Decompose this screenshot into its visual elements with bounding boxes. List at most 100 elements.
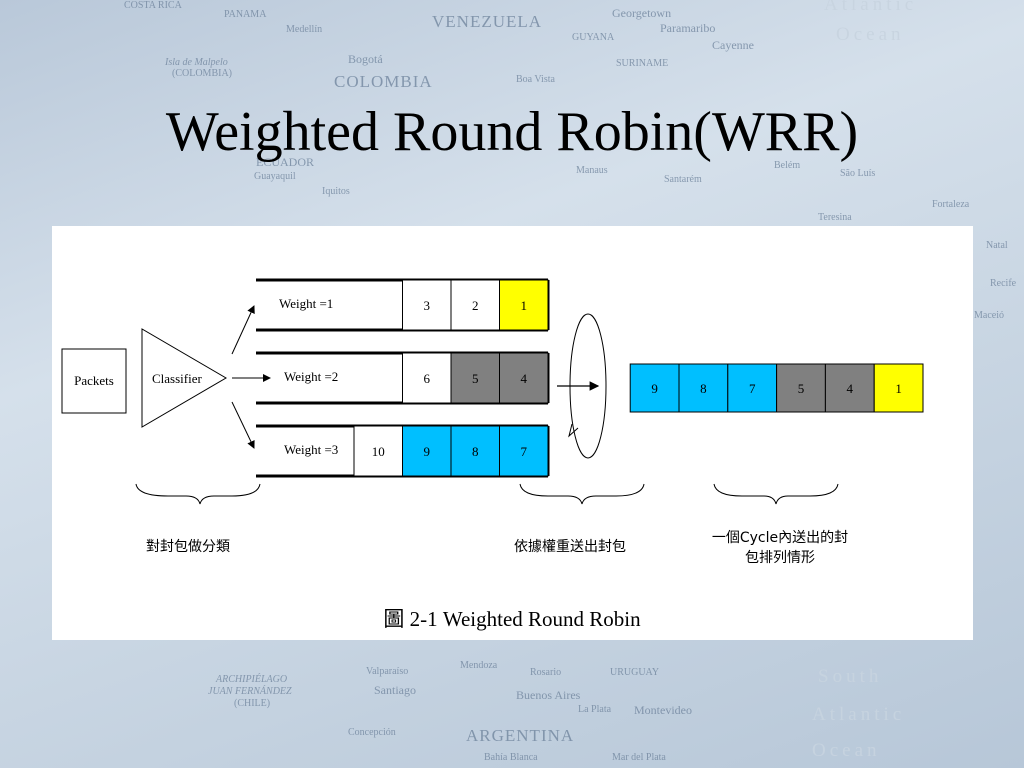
map-label: ARCHIPIÉLAGO <box>216 674 288 685</box>
map-label: URUGUAY <box>610 667 660 678</box>
packet-number: 5 <box>472 371 479 386</box>
map-label: ECUADOR <box>256 155 315 169</box>
map-label: Rosario <box>530 667 562 678</box>
brace-send <box>519 483 645 505</box>
map-label: VENEZUELA <box>432 12 543 31</box>
packet-cell <box>353 425 403 477</box>
packet-number: 7 <box>521 444 528 459</box>
figure-caption: 圖 2-1 Weighted Round Robin <box>383 607 641 631</box>
map-label: South <box>818 666 883 687</box>
map-label: Santarém <box>664 174 702 185</box>
arrow-to-queue-3 <box>231 401 255 449</box>
packet-number: 4 <box>847 381 854 396</box>
map-label: SURINAME <box>616 58 669 69</box>
map-label: Bogotá <box>348 52 383 66</box>
map-label: Montevideo <box>634 703 692 717</box>
map-label: GUYANA <box>572 32 615 43</box>
packet-number: 8 <box>472 444 479 459</box>
map-label: Mendoza <box>460 660 498 671</box>
map-label: (CHILE) <box>234 698 271 709</box>
packet-number: 5 <box>798 381 805 396</box>
packet-number: 6 <box>424 371 431 386</box>
map-label: Valparaíso <box>366 666 409 677</box>
map-label: Atlantic <box>812 704 906 725</box>
packet-number: 10 <box>372 444 385 459</box>
map-label: Cayenne <box>712 38 754 52</box>
map-label: Iquitos <box>322 186 350 197</box>
queue-3: Weight =3 10 9 8 7 <box>256 424 550 478</box>
annotation-classify: 對封包做分類 <box>146 539 230 555</box>
arrow-to-queue-1 <box>231 305 255 355</box>
map-label: Isla de Malpelo <box>165 57 228 68</box>
wrr-diagram: Packets Classifier Weight =1 3 2 1 Weight … <box>61 278 924 631</box>
queue-weight-label: Weight =1 <box>279 296 333 311</box>
map-label: ARGENTINA <box>466 726 575 745</box>
annotation-cycle-line2: 包排列情形 <box>745 550 815 566</box>
packet-cell <box>776 363 826 413</box>
map-label: Recife <box>990 278 1017 289</box>
packet-number: 8 <box>700 381 707 396</box>
map-label: Mar del Plata <box>612 752 666 763</box>
packet-cell <box>499 425 549 477</box>
map-label: Teresina <box>818 212 852 223</box>
packet-cell <box>824 363 875 413</box>
packets-label: Packets <box>74 373 114 388</box>
map-label: Manaus <box>576 165 608 176</box>
map-label: Natal <box>986 240 1008 251</box>
packet-cell <box>499 352 549 404</box>
packet-number: 7 <box>749 381 756 396</box>
map-label: Paramaribo <box>660 21 716 35</box>
map-label: Bahía Blanca <box>484 752 538 763</box>
map-label: São Luís <box>840 168 876 179</box>
map-label: La Plata <box>578 704 612 715</box>
annotation-cycle-line1: 一個Cycle內送出的封 <box>712 530 848 546</box>
map-label: Atlantic <box>824 0 918 15</box>
map-label: Fortaleza <box>932 199 970 210</box>
classifier: Classifier <box>141 328 227 428</box>
map-label: COSTA RICA <box>124 0 182 11</box>
map-label: Santiago <box>374 683 416 697</box>
packets-box: Packets <box>61 348 127 414</box>
map-label: Belém <box>774 160 801 171</box>
queue-2: Weight =2 6 5 4 <box>256 351 550 405</box>
brace-classify <box>135 483 261 505</box>
packet-cell <box>450 279 500 331</box>
map-label: PANAMA <box>224 9 267 20</box>
map-label: Georgetown <box>612 6 672 20</box>
packet-number: 9 <box>651 381 658 396</box>
queue-weight-label: Weight =2 <box>284 369 338 384</box>
map-label: Ocean <box>812 740 881 761</box>
map-label: JUAN FERNÁNDEZ <box>208 686 292 697</box>
map-label: Concepción <box>348 727 396 738</box>
map-label: COLOMBIA <box>334 72 433 91</box>
map-label: Guayaquil <box>254 171 296 182</box>
packet-number: 1 <box>521 298 528 313</box>
map-label: (COLOMBIA) <box>172 68 232 79</box>
map-label: Ocean <box>836 24 905 45</box>
packet-number: 2 <box>472 298 479 313</box>
packet-number: 3 <box>424 298 431 313</box>
packet-cell <box>873 363 924 413</box>
map-label: Boa Vista <box>516 74 555 85</box>
classifier-label: Classifier <box>152 371 202 386</box>
annotation-send-by-weight: 依據權重送出封包 <box>514 539 626 555</box>
packet-number: 9 <box>424 444 431 459</box>
packet-cell <box>499 279 549 331</box>
map-label: Medellín <box>286 24 323 35</box>
brace-cycle <box>713 483 839 505</box>
queue-weight-label: Weight =3 <box>284 442 338 457</box>
packet-cell <box>402 425 452 477</box>
round-robin-scheduler <box>568 313 607 459</box>
packet-cell <box>678 363 729 413</box>
packet-cell <box>450 425 500 477</box>
wrr-figure: Packets Classifier Weight =1 3 2 1 Weight … <box>52 226 973 640</box>
packet-number: 1 <box>895 381 902 396</box>
packet-cell <box>450 352 500 404</box>
map-label: Buenos Aires <box>516 688 581 702</box>
queue-1: Weight =1 3 2 1 <box>256 278 550 332</box>
packet-cell <box>402 352 452 404</box>
map-label: Maceió <box>974 310 1004 321</box>
packet-number: 4 <box>521 371 528 386</box>
output-sequence: 9 8 7 5 4 1 <box>629 363 924 413</box>
slide-title: Weighted Round Robin(WRR) <box>165 101 859 163</box>
